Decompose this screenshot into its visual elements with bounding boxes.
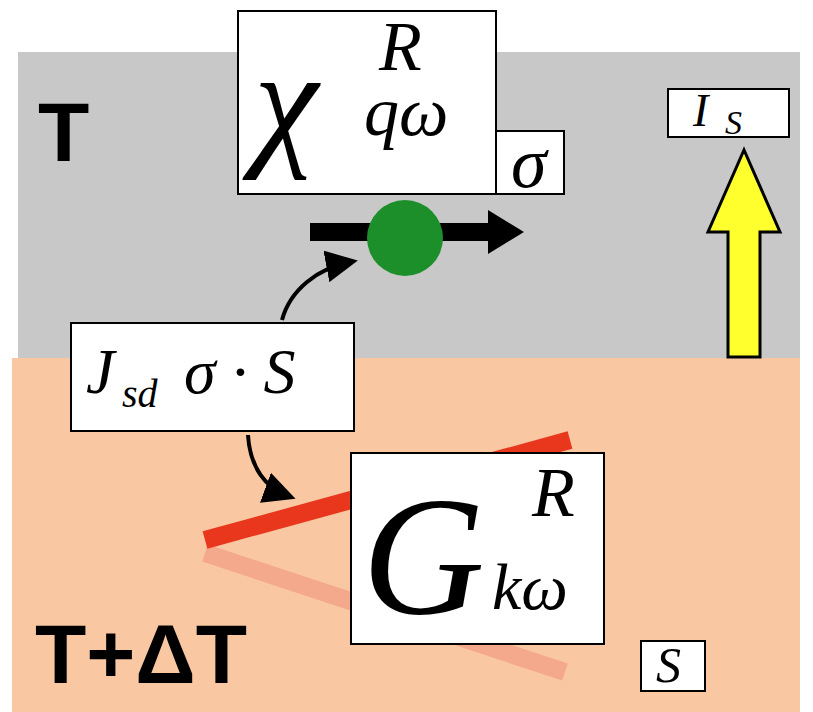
symbol-text: G bbox=[362, 472, 485, 642]
susceptibility-box: χRqω bbox=[237, 10, 497, 195]
symbol-box: IS bbox=[667, 88, 790, 138]
symbol-box: σ bbox=[495, 130, 565, 195]
index-text: R bbox=[532, 458, 575, 528]
index-text: qω bbox=[364, 77, 448, 147]
symbol-box: S bbox=[640, 640, 706, 692]
coupling-box: Jsd σ · S bbox=[70, 322, 355, 432]
symbol-text: T+ΔT bbox=[35, 612, 247, 696]
index-text: kω bbox=[492, 554, 568, 620]
symbol-text: T bbox=[38, 90, 89, 174]
symbol-text: σ bbox=[511, 127, 547, 199]
spin-arrowhead bbox=[488, 210, 524, 254]
symbol-text: J bbox=[86, 340, 114, 404]
index-text: R bbox=[379, 12, 422, 82]
symbol-text: S bbox=[656, 640, 681, 690]
spin-shadow bbox=[205, 553, 565, 672]
spin-vector bbox=[205, 440, 570, 540]
index-text: S bbox=[725, 106, 742, 140]
index-text: σ · S bbox=[184, 340, 296, 404]
coupling-arrow bbox=[282, 262, 350, 320]
index-text: sd bbox=[122, 374, 158, 414]
spin-current-arrow bbox=[708, 150, 780, 357]
symbol-text: I bbox=[693, 88, 708, 134]
green-function-box: GRkω bbox=[350, 452, 605, 645]
coupling-arrow bbox=[248, 435, 288, 496]
electron-dot bbox=[367, 200, 443, 276]
symbol-text: χ bbox=[254, 28, 318, 173]
